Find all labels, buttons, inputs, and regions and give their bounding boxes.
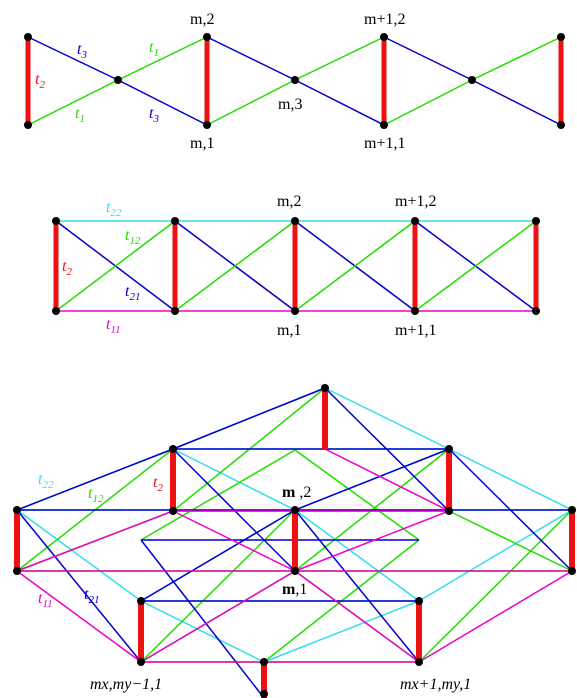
- panel2-nodes: [52, 217, 540, 315]
- p2-label-t12: t12: [125, 227, 141, 247]
- p2-label-mp1-1: m+1,1: [395, 322, 436, 339]
- panel2-red-bonds: [53, 221, 539, 311]
- p2-label-t11: t11: [106, 316, 121, 336]
- p1-label-t1-bottom: t1: [75, 105, 85, 125]
- p3-label-t12: t12: [88, 485, 104, 505]
- panel-1-chain: t3 t1 t2 t1 t3 m,2 m,1 m,3 m+1,2 m+1,1: [24, 11, 565, 152]
- p1-label-t2: t2: [35, 71, 45, 91]
- panel2-green-bonds: [55, 220, 537, 312]
- p1-label-m3: m,3: [278, 96, 302, 113]
- p1-label-t1-top: t1: [149, 39, 159, 59]
- p3-label-m1: m,1: [282, 581, 307, 598]
- p2-label-m1: m,1: [277, 322, 301, 339]
- panel1-blue-bonds: [27, 36, 562, 126]
- panel3-nodes: [13, 384, 576, 698]
- p1-label-mp1-2: m+1,2: [364, 11, 405, 28]
- p1-label-t3: t3: [77, 41, 87, 61]
- panel1-green-bonds: [27, 36, 562, 126]
- p3-label-t21: t21: [84, 586, 99, 606]
- panel3-red-bonds: [14, 388, 575, 698]
- p3-label-mx-plus-my: mx+1,my,1: [400, 676, 471, 693]
- panel3-magenta-bonds: [16, 448, 573, 663]
- p2-label-t2: t2: [62, 258, 72, 278]
- p2-label-t22: t22: [106, 199, 122, 219]
- p3-label-m2: m,2: [282, 484, 311, 501]
- panel1-red-bonds: [25, 37, 564, 125]
- p1-label-m1: m,1: [190, 135, 214, 152]
- p2-label-m2: m,2: [277, 193, 301, 210]
- p1-label-mp1-1: m+1,1: [364, 135, 405, 152]
- p2-label-t21: t21: [125, 283, 140, 303]
- p3-label-t22: t22: [38, 471, 54, 491]
- panel3-blue-bonds: [16, 387, 573, 698]
- panel-2-ladder: t22 t12 t2 t21 t11 m,2 m,1 m+1,2 m+1,1: [52, 193, 540, 339]
- panel-3-3d-lattice: t22 t12 t2 t21 t11 m,2 m,1 mx,my−1,1 mx+…: [13, 384, 576, 698]
- panel1-nodes: [24, 33, 565, 129]
- p3-label-t2: t2: [153, 474, 163, 494]
- p3-label-mx-my-minus: mx,my−1,1: [90, 676, 162, 693]
- p3-label-t11: t11: [38, 590, 53, 610]
- p1-label-t3-bottom: t3: [149, 105, 159, 125]
- p2-label-mp1-2: m+1,2: [395, 193, 436, 210]
- p1-label-m2: m,2: [190, 11, 214, 28]
